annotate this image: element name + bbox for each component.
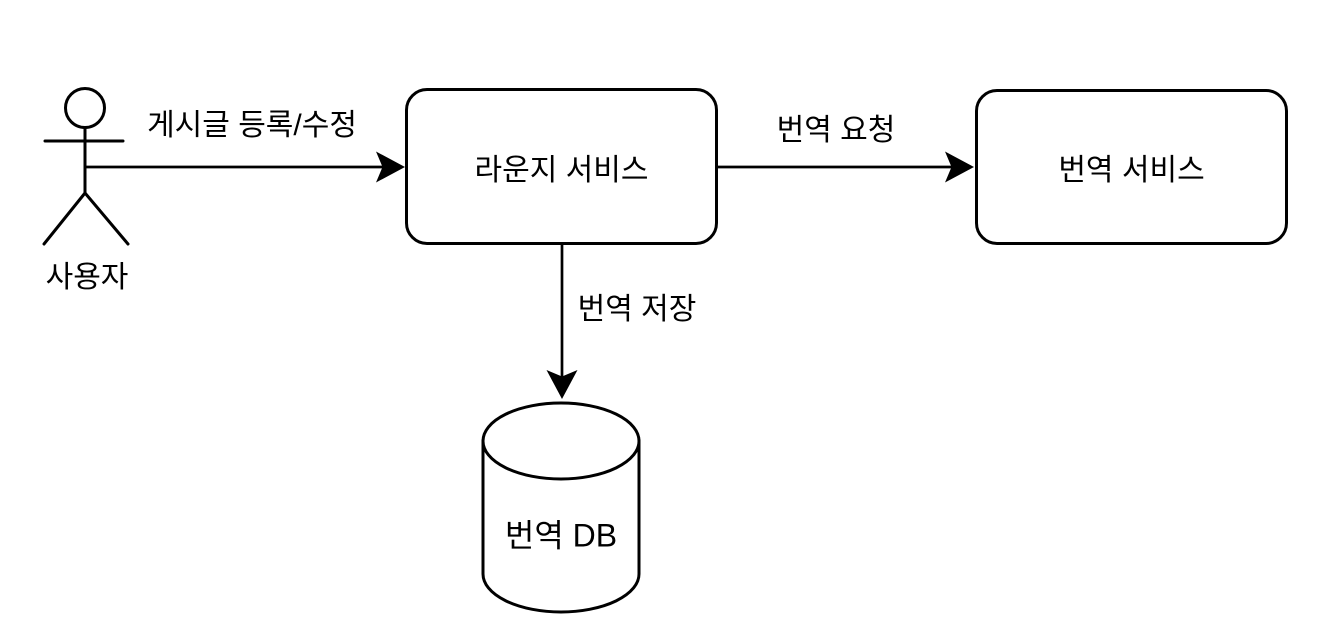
arrowhead-right-icon (376, 151, 405, 183)
edge-user-to-lounge (85, 151, 405, 183)
edge-label-post-create-edit: 게시글 등록/수정 (147, 108, 357, 142)
database-cylinder-icon (481, 401, 641, 614)
node-translation-db-label: 번역 DB (504, 517, 618, 554)
node-lounge-service-label: 라운지 서비스 (474, 153, 649, 187)
cylinder-top (481, 401, 641, 481)
edge-lounge-to-db (546, 245, 578, 399)
cylinder-body (481, 439, 641, 614)
arrowhead-right-icon (945, 151, 974, 183)
actor-head (64, 87, 106, 129)
node-lounge-service: 라운지 서비스 (405, 88, 718, 245)
node-translation-service-label: 번역 서비스 (1058, 154, 1205, 187)
actor-figure-icon (42, 87, 130, 246)
node-translation-service: 번역 서비스 (975, 89, 1288, 245)
actor-label: 사용자 (45, 260, 129, 294)
edge-label-translation-save: 번역 저장 (577, 292, 697, 326)
actor-leg-left (42, 191, 87, 246)
edge-label-translation-request: 번역 요청 (776, 113, 896, 147)
actor-leg-right (83, 191, 130, 246)
edge-lounge-to-translation (718, 151, 974, 183)
arrowhead-down-icon (546, 370, 578, 399)
